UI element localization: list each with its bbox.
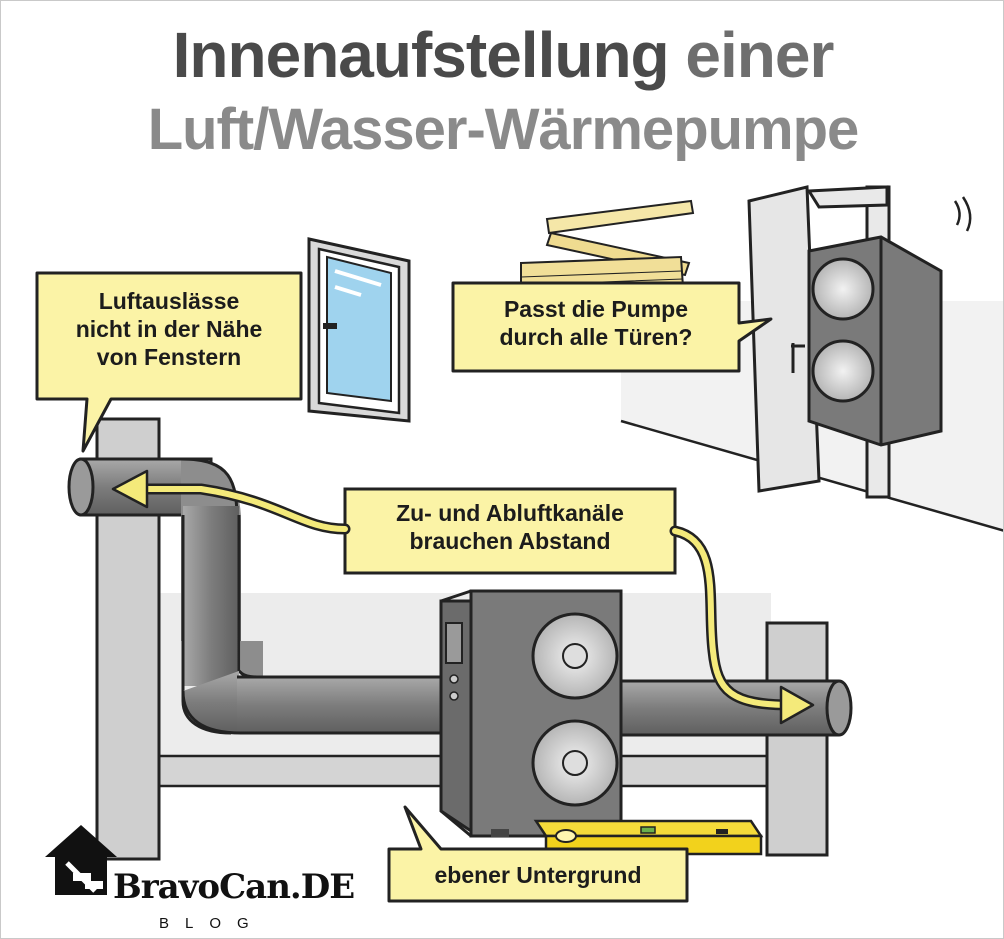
brand-name: BravoCan.DE: [113, 867, 355, 907]
title-strong: Innenaufstellung: [172, 19, 670, 91]
page-title-line-2: Luft/Wasser-Wärmepumpe: [147, 97, 860, 162]
callout-windows-line-2: nicht in der Nähe: [75, 316, 263, 343]
window-icon: [307, 237, 411, 423]
callout-doors: Passt die Pumpe durch alle Türen?: [453, 295, 739, 351]
callout-ducts-line-1: Zu- und Abluftkanäle: [396, 500, 624, 526]
airflow-arrow-right: [669, 525, 815, 725]
brand-subtitle: BLOG: [159, 915, 265, 932]
callout-ducts-line-2: brauchen Abstand: [409, 528, 611, 555]
callout-doors-shape: [451, 281, 773, 373]
callout-windows-shape: [35, 271, 303, 453]
callout-ground: ebener Untergrund: [389, 861, 687, 889]
callout-ground-line-1: ebener Untergrund: [434, 862, 642, 888]
callout-windows-line-1: Luftauslässe: [98, 288, 240, 314]
airflow-arrow-left: [111, 469, 351, 535]
title-rest: einer: [685, 19, 834, 91]
folding-ruler-icon: [520, 199, 695, 293]
door-icon: [747, 185, 972, 499]
callout-ducts: Zu- und Abluftkanäle brauchen Abstand: [345, 499, 675, 555]
callout-windows: Luftauslässe nicht in der Nähe von Fenst…: [37, 287, 301, 371]
callout-ground-shape: [387, 805, 689, 903]
callout-windows-line-3: von Fenstern: [96, 344, 242, 371]
heat-pump-icon: [439, 589, 623, 838]
callout-doors-line-2: durch alle Türen?: [499, 324, 693, 351]
callout-doors-line-1: Passt die Pumpe: [503, 296, 689, 322]
house-logo-icon: [45, 825, 117, 895]
callout-ducts-shape: [343, 487, 677, 575]
page-title-line-1: Innenaufstellung einer: [1, 19, 1003, 91]
